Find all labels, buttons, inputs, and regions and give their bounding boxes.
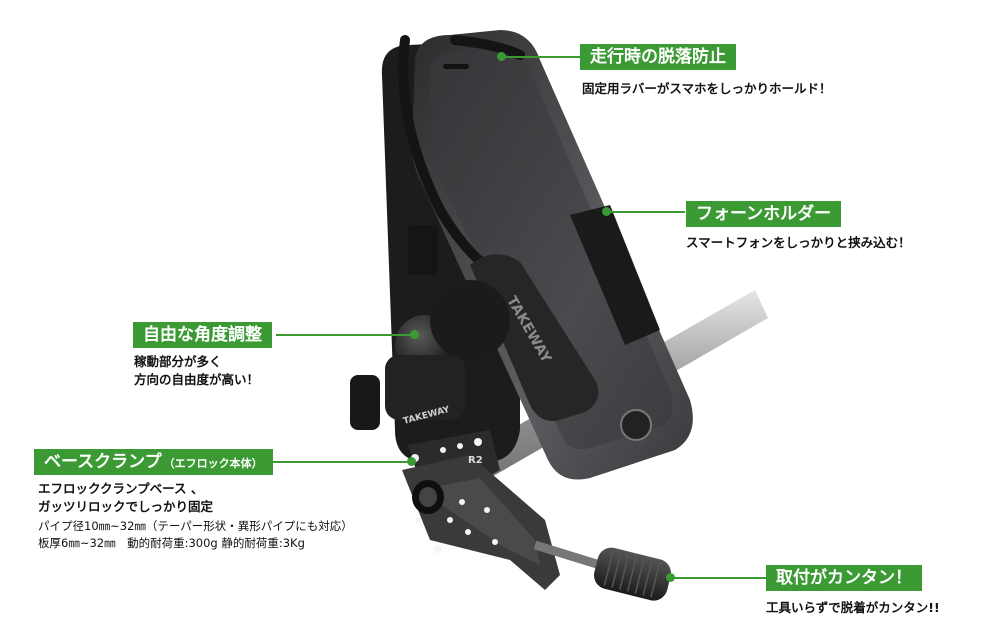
callout-line-phone-holder <box>610 211 685 213</box>
callout-dot-drop-prevention <box>497 52 506 61</box>
callout-desc-drop-prevention: 固定用ラバーがスマホをしっかりホールド！ <box>582 81 832 96</box>
callout-desc-base-clamp-line1: エフロッククランプベース 、 <box>38 481 204 496</box>
callout-spec-base-clamp-line2: 板厚6㎜~32㎜ 動的耐荷重:300g 静的耐荷重:3Kg <box>38 536 305 550</box>
callout-title-angle: 自由な角度調整 <box>133 322 272 348</box>
callout-dot-easy-mount <box>666 573 675 582</box>
callout-line-angle <box>276 334 414 336</box>
callout-title-phone-holder: フォーンホルダー <box>686 201 842 227</box>
clamp-model-label: R2 <box>468 455 483 466</box>
smartphone <box>411 30 693 480</box>
callout-title-base-clamp: ベースクランプ（エフロック本体） <box>34 449 273 475</box>
callout-desc-angle-line1: 稼動部分が多く <box>134 354 222 369</box>
callout-desc-base-clamp-line2: ガッツリロックでしっかり固定 <box>38 499 214 514</box>
base-clamp-title-text: ベースクランプ <box>44 452 162 472</box>
clamp-base: R2 <box>402 430 560 590</box>
callout-title-drop-prevention: 走行時の脱落防止 <box>580 44 736 70</box>
callout-desc-phone-holder: スマートフォンをしっかりと挟み込む！ <box>686 235 911 250</box>
base-clamp-title-sub: （エフロック本体） <box>163 457 263 470</box>
callout-spec-base-clamp-line1: パイプ径10㎜~32㎜（テーパー形状・異形パイプにも対応） <box>38 519 353 533</box>
callout-line-drop-prevention <box>505 56 580 58</box>
callout-line-easy-mount <box>674 577 766 579</box>
callout-line-base-clamp <box>270 461 410 463</box>
screw-knob <box>533 540 671 601</box>
callout-dot-base-clamp <box>407 457 416 466</box>
callout-dot-phone-holder <box>602 207 611 216</box>
callout-title-easy-mount: 取付がカンタン！ <box>766 565 922 591</box>
bottom-grip: TAKEWAY <box>470 254 599 421</box>
rubber-strap <box>398 35 525 280</box>
side-arm <box>570 205 660 345</box>
callout-desc-easy-mount: 工具いらずで脱着がカンタン!! <box>766 600 940 615</box>
callout-desc-angle-line2: 方向の自由度が高い！ <box>134 372 260 387</box>
callout-dot-angle <box>410 330 419 339</box>
